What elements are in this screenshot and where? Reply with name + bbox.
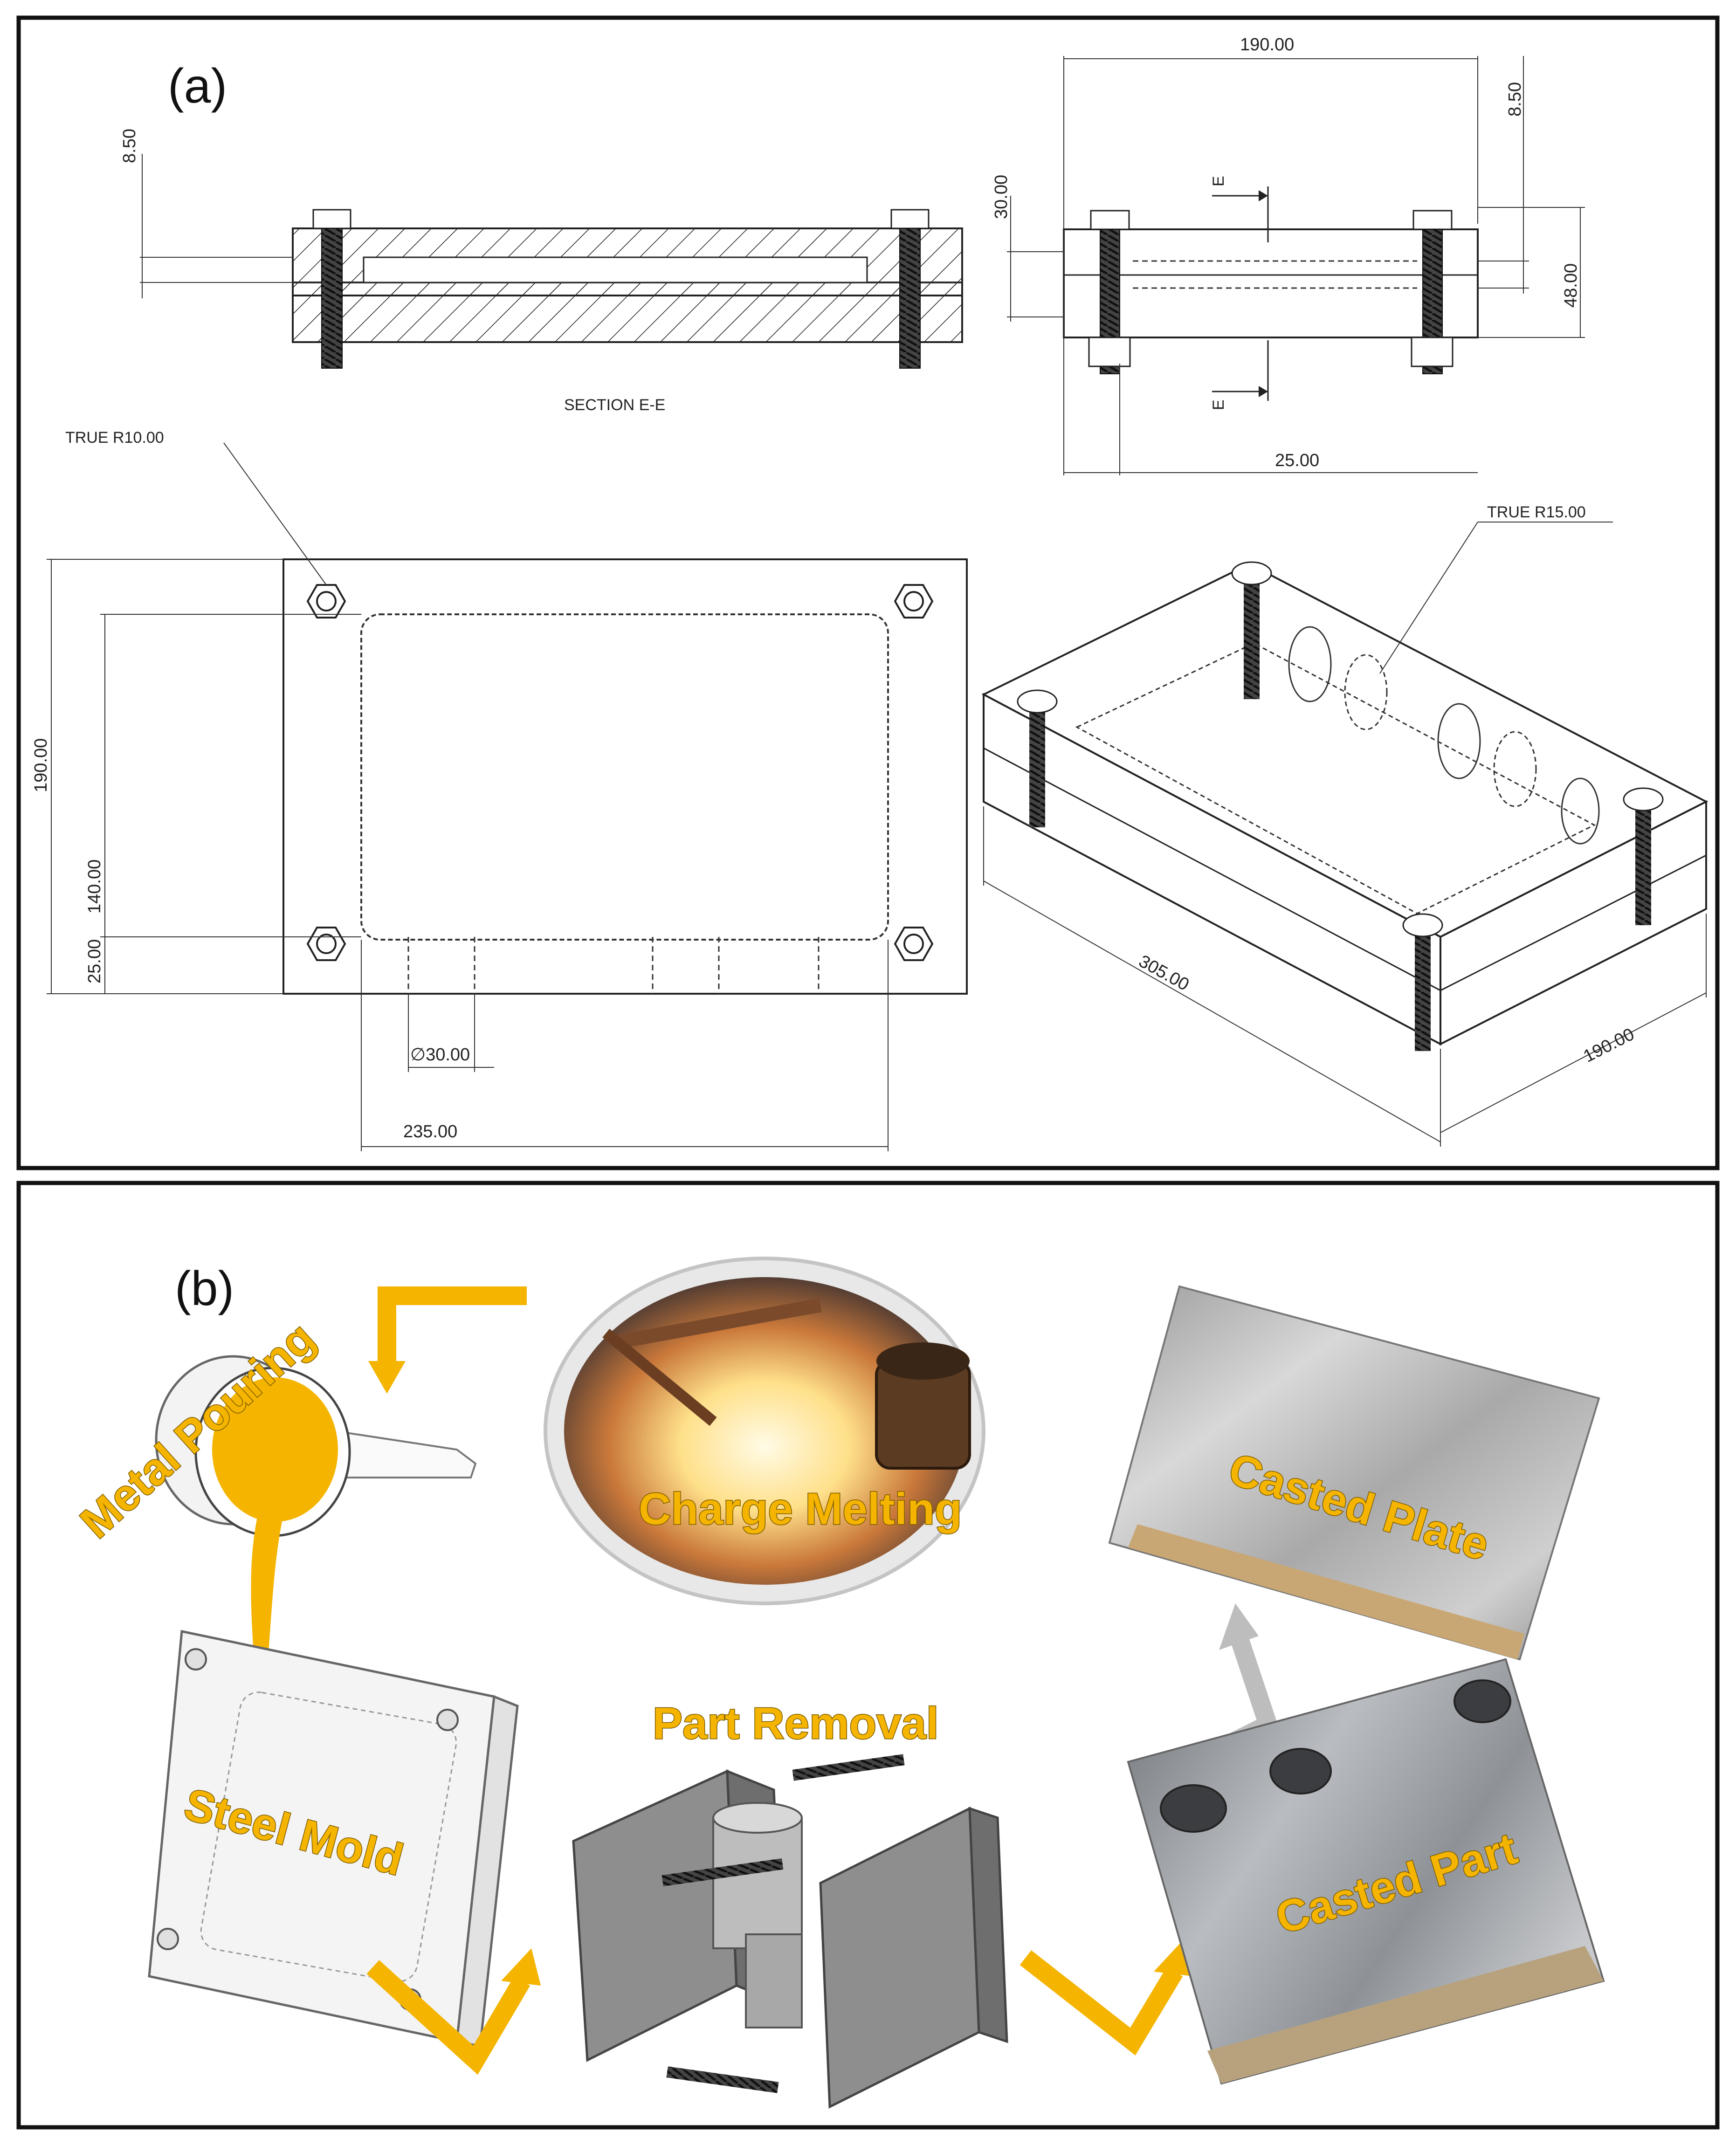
panel-b-label: (b) xyxy=(175,1262,234,1316)
section-mark-bottom: E xyxy=(1210,399,1227,410)
section-view xyxy=(140,154,963,369)
dim-plan-dia30: ∅30.00 xyxy=(410,1045,470,1065)
casted-part-photo xyxy=(1127,1658,1605,2085)
dim-section-8-50: 8.50 xyxy=(120,129,139,163)
plan-view xyxy=(47,442,968,1151)
furnace-photo xyxy=(544,1257,985,1605)
dim-plan-190: 190.00 xyxy=(31,738,51,792)
side-view xyxy=(1007,56,1585,475)
note-radius-large: TRUE R15.00 xyxy=(1487,503,1586,521)
part-removal-image xyxy=(572,1754,1008,2109)
arrow-to-pouring-icon xyxy=(368,1286,527,1394)
dim-plan-25: 25.00 xyxy=(85,939,104,983)
dim-side-30: 30.00 xyxy=(992,175,1011,219)
step-part-removal: Part Removal xyxy=(653,1698,939,1748)
section-title: SECTION E-E xyxy=(564,396,665,414)
isometric-view xyxy=(981,522,1708,1147)
dim-side-48: 48.00 xyxy=(1561,263,1581,308)
dim-plan-140: 140.00 xyxy=(85,859,104,914)
note-radius-small: TRUE R10.00 xyxy=(65,429,164,447)
dim-side-190: 190.00 xyxy=(1240,35,1294,55)
dim-side-8-50: 8.50 xyxy=(1505,82,1525,117)
dim-side-25: 25.00 xyxy=(1275,451,1319,470)
casted-plate-photo xyxy=(1108,1285,1600,1661)
ladle-image xyxy=(155,1355,477,1659)
section-mark-top: E xyxy=(1210,176,1227,186)
panel-a-label: (a) xyxy=(168,59,227,113)
arrow-to-removal-icon xyxy=(366,1948,541,2075)
step-charge-melting: Charge Melting xyxy=(639,1484,962,1534)
dim-plan-235: 235.00 xyxy=(403,1122,457,1141)
